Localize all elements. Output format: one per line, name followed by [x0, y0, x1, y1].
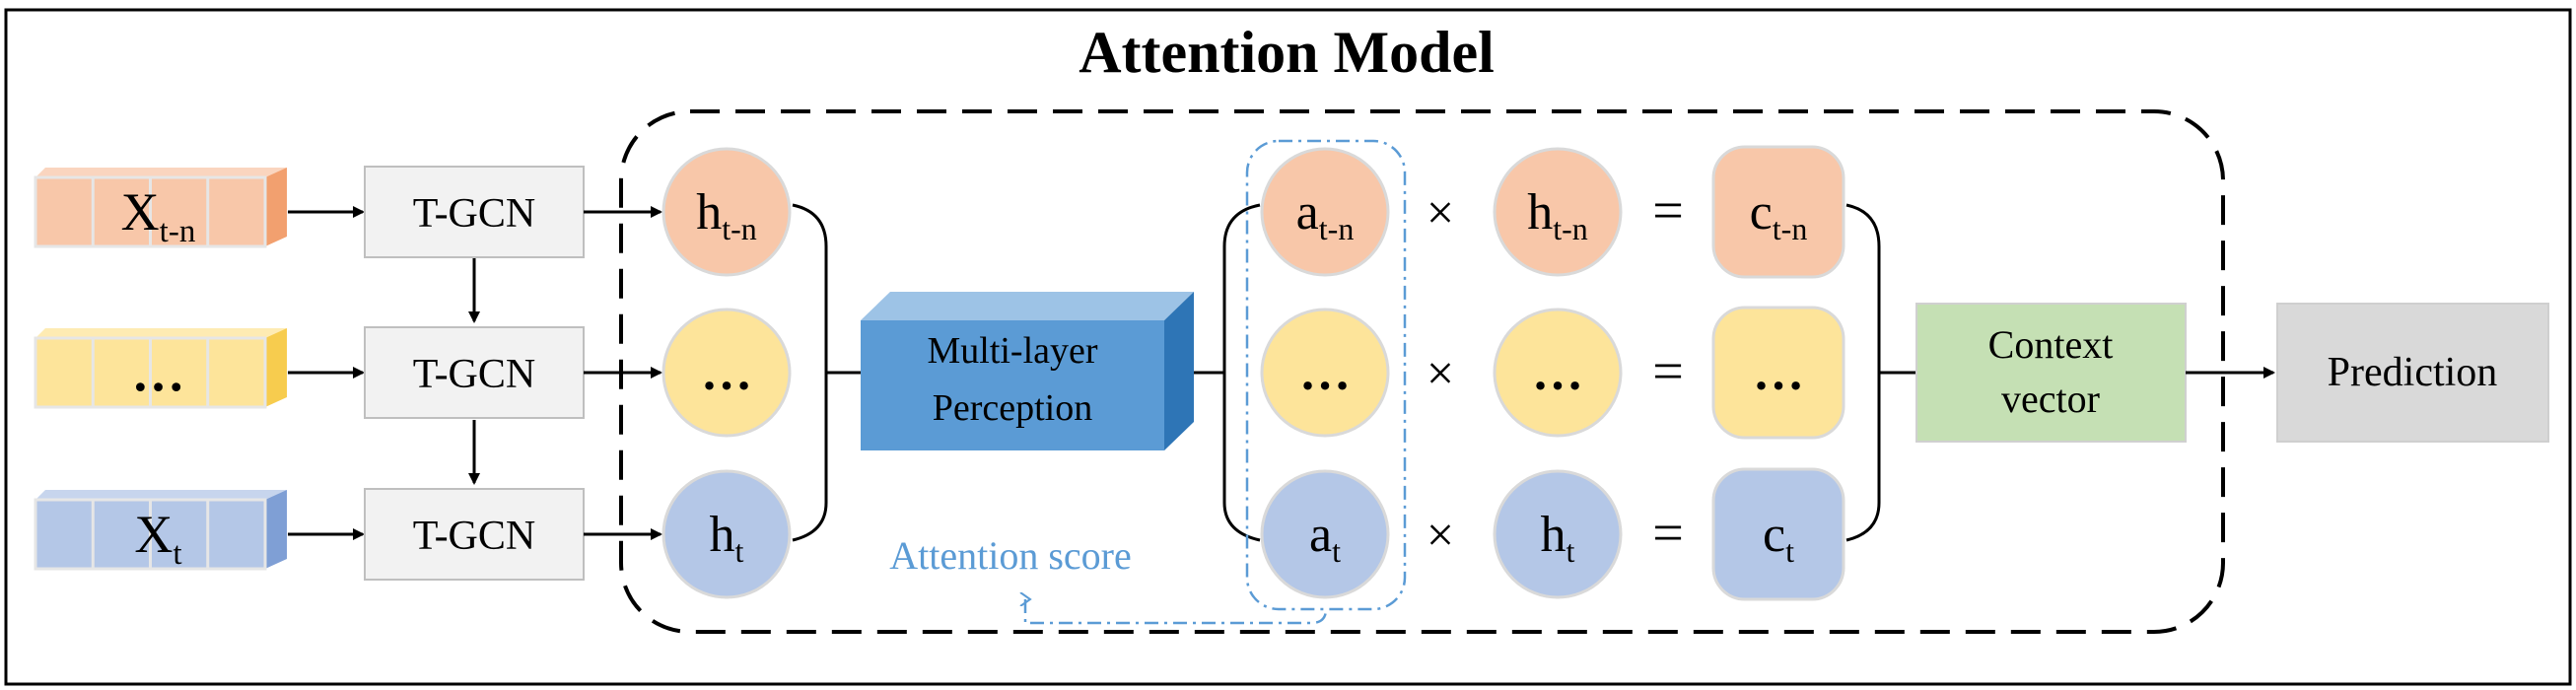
context-item-label: …	[1753, 345, 1804, 401]
context-item-2: ct	[1711, 467, 1845, 601]
multiply-symbol: ×	[1427, 507, 1454, 562]
attention-weight-label: …	[1299, 345, 1351, 401]
attention-weight-2: at	[1260, 469, 1390, 599]
hidden-state-copy-2: ht	[1493, 469, 1623, 599]
attention-weight-1: …	[1260, 308, 1390, 438]
input-tensor-label: Xt	[134, 505, 181, 572]
input-tensor-1: …	[34, 328, 287, 409]
mlp-top-face	[861, 292, 1194, 320]
input-tensor-2: Xt	[34, 490, 287, 572]
context-items: ct-n … ct	[1711, 145, 1845, 601]
context-item-1: …	[1711, 306, 1845, 440]
tgcn-label: T-GCN	[413, 514, 535, 559]
tgcn-block-2: T-GCN	[364, 488, 585, 581]
mlp-label-line1: Multi-layer	[927, 330, 1097, 372]
hidden-state-label: ht-n	[696, 184, 757, 246]
attention-score-pointer	[1025, 599, 1328, 625]
input-tensor-label: Xt-n	[121, 182, 196, 249]
mlp-front-face	[861, 320, 1164, 450]
context-item-0: ct-n	[1711, 145, 1845, 279]
equals-symbol: =	[1652, 341, 1684, 402]
hidden-state-copy-label: ht	[1541, 507, 1575, 569]
multiply-symbol: ×	[1427, 345, 1454, 400]
context-vector-box: Context vector	[1915, 303, 2187, 443]
prediction-label: Prediction	[2328, 350, 2498, 395]
context-item-label: ct-n	[1750, 184, 1808, 246]
context-bracket	[1845, 203, 1881, 542]
hidden-state-copy-1: …	[1493, 308, 1623, 438]
tgcn-block-1: T-GCN	[364, 326, 585, 419]
tgcn-to-hidden-arrows	[584, 206, 662, 540]
input-tensor-label: …	[132, 343, 185, 402]
operators: × = × = × =	[1427, 180, 1684, 564]
attention-score-highlight	[1245, 139, 1407, 611]
diagram-title: Attention Model	[1079, 20, 1495, 85]
attention-weight-label: at	[1309, 507, 1341, 569]
attention-weights: at-n … at	[1260, 147, 1390, 599]
input-tensors: Xt-n … Xt	[34, 168, 287, 572]
attention-weight-label: at-n	[1296, 184, 1355, 246]
hidden-state-copies: ht-n … ht	[1493, 147, 1623, 599]
hidden-bracket	[792, 203, 828, 542]
context-vector-line1: Context	[1988, 322, 2114, 367]
tgcn-block-0: T-GCN	[364, 166, 585, 258]
hidden-states: ht-n … ht	[661, 147, 792, 599]
hidden-state-copy-0: ht-n	[1493, 147, 1623, 277]
tgcn-blocks: T-GCN T-GCN T-GCN	[364, 166, 585, 581]
hidden-state-1: …	[661, 308, 792, 438]
tgcn-label: T-GCN	[413, 352, 535, 397]
attention-weight-0: at-n	[1260, 147, 1390, 277]
tgcn-label: T-GCN	[413, 191, 535, 237]
attention-bracket	[1222, 203, 1261, 542]
hidden-state-label: …	[701, 345, 752, 401]
prediction-box: Prediction	[2276, 303, 2549, 443]
mlp-side-face	[1164, 292, 1194, 450]
equals-symbol: =	[1652, 180, 1684, 242]
mlp-block: Multi-layer Perception	[861, 292, 1194, 450]
context-vector-line2: vector	[2001, 377, 2100, 421]
attention-score-label: Attention score	[889, 533, 1132, 578]
hidden-state-2: ht	[661, 469, 792, 599]
equals-symbol: =	[1652, 503, 1684, 564]
hidden-state-label: ht	[710, 507, 744, 569]
multiply-symbol: ×	[1427, 184, 1454, 240]
input-arrows	[288, 206, 365, 540]
hidden-state-copy-label: …	[1532, 345, 1583, 401]
hidden-state-0: ht-n	[661, 147, 792, 277]
hidden-state-copy-label: ht-n	[1527, 184, 1588, 246]
mlp-label-line2: Perception	[933, 387, 1093, 429]
outer-frame	[4, 8, 2572, 686]
input-tensor-0: Xt-n	[34, 168, 287, 249]
context-item-label: ct	[1763, 507, 1794, 569]
